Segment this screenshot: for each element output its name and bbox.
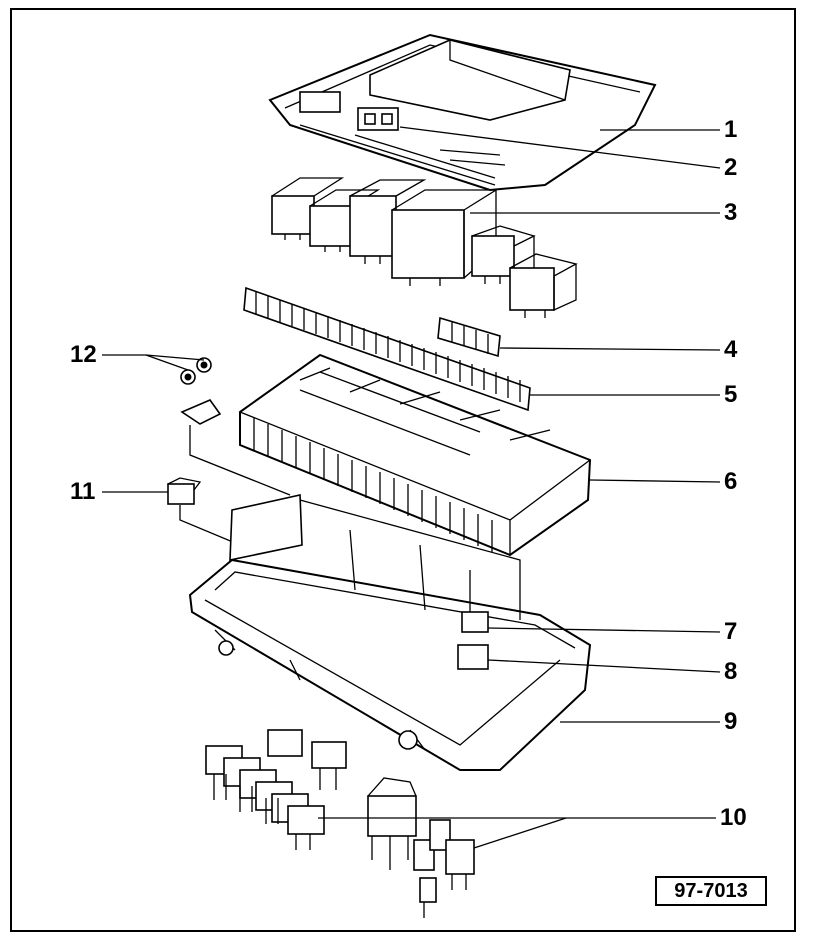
callout-12: 12 bbox=[70, 341, 97, 368]
connectors bbox=[205, 729, 475, 918]
callout-3: 3 bbox=[724, 199, 738, 226]
leader-lines bbox=[102, 126, 721, 849]
callout-6: 6 bbox=[724, 468, 738, 495]
fuse-strip bbox=[243, 286, 531, 412]
fuse-relay-carrier bbox=[239, 353, 592, 557]
callout-11: 11 bbox=[70, 478, 96, 505]
relays bbox=[271, 177, 578, 318]
small-parts bbox=[167, 357, 291, 546]
callout-1: 1 bbox=[724, 116, 738, 143]
callout-5: 5 bbox=[724, 381, 738, 408]
callout-8: 8 bbox=[724, 658, 738, 685]
callout-4: 4 bbox=[724, 336, 738, 363]
cover-lid bbox=[268, 33, 657, 192]
callout-2: 2 bbox=[724, 154, 738, 181]
callout-7: 7 bbox=[724, 618, 738, 645]
callout-9: 9 bbox=[724, 708, 738, 735]
diagram-frame bbox=[10, 8, 796, 932]
cover-clip bbox=[357, 107, 399, 131]
callout-10: 10 bbox=[720, 804, 747, 831]
base-housing bbox=[188, 494, 592, 771]
figure-reference-number: 97-7013 bbox=[655, 876, 767, 906]
